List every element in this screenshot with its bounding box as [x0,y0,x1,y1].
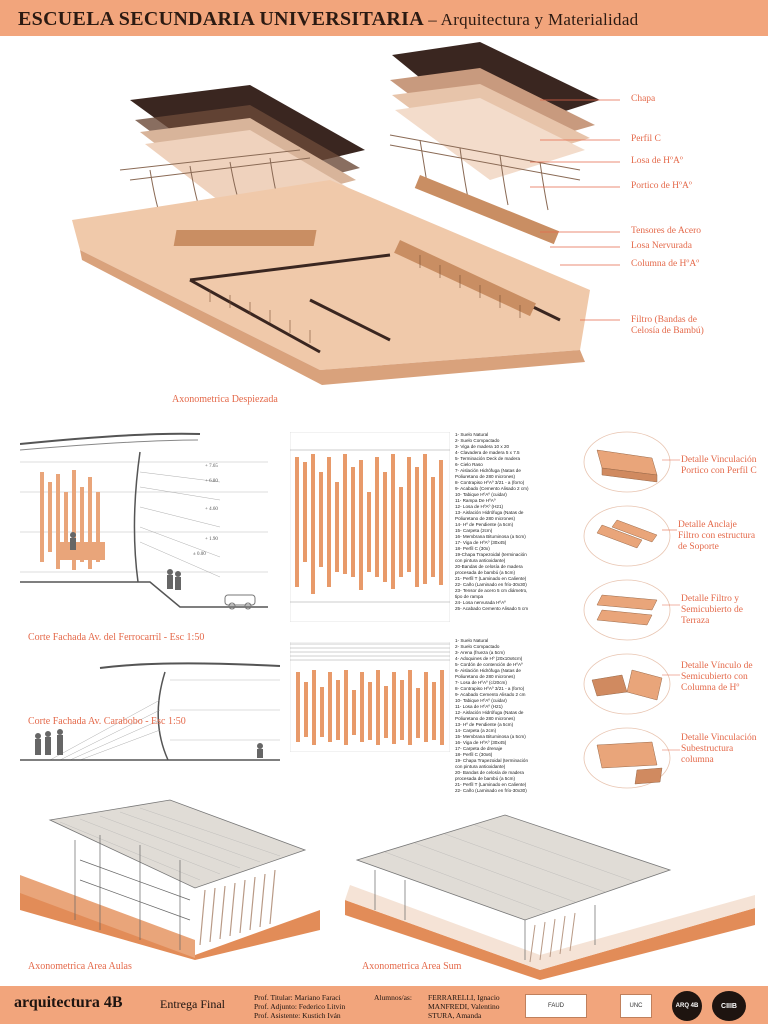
faud-logo: FAUD [525,994,587,1018]
axonometric-aulas-drawing [20,799,320,960]
level-000: ± 0.00 [193,552,206,557]
detail-anclaje-filtro: Detalle Anclaje Filtro con estructura de… [678,520,756,552]
level-680: + 6.80 [205,479,218,484]
callout-losa-nervurada: Losa Nervurada [631,241,692,251]
facade-panel-bottom [290,642,450,752]
callout-columna: Columna de HºAº [631,259,700,269]
footer-brand: arquitectura 4B [14,994,123,1011]
arq4b-logo: ARQ 4B [672,991,702,1021]
callout-portico: Portico de HºAº [631,181,692,191]
detail-portico-perfil: Detalle Vinculación Portico con Perfil C [681,455,757,476]
title-main: ESCUELA SECUNDARIA UNIVERSITARIA [18,8,423,30]
axonometric-sum-drawing [345,814,755,980]
exploded-axonometric-drawing [72,42,620,385]
level-190: + 1.90 [205,537,218,542]
page-title: ESCUELA SECUNDARIA UNIVERSITARIA – Arqui… [18,8,638,31]
footer-students-label: Alumnos/as: [374,993,412,1002]
caption-ferrocarril: Corte Fachada Av. del Ferrocarril - Esc … [28,632,205,643]
caption-aulas: Axonometrica Area Aulas [28,961,132,972]
detail-filtro-terraza: Detalle Filtro y Semicubierto de Terraza [681,594,743,626]
footer-student-1: FERRARELLI, Ignacio [428,993,500,1002]
facade-panel-top [290,432,450,622]
title-subtitle: – Arquitectura y Materialidad [428,10,639,29]
footer-student-3: STURA, Amanda [428,1011,482,1020]
level-765: + 7.65 [205,464,218,469]
ciiib-logo: CIIIB [712,991,746,1021]
section-carabobo-drawing [20,662,280,761]
unc-logo: UNC [620,994,652,1018]
caption-exploded: Axonometrica Despiezada [172,394,278,405]
callout-perfil-c: Perfil C [631,134,661,144]
detail-subestructura: Detalle Vinculación Subestructura column… [681,733,757,765]
section-ferrocarril-drawing [20,432,268,610]
header-bar [0,0,768,36]
footer-prof-adjunto: Prof. Adjunto: Federico Litvin [254,1002,346,1011]
detail-semicubierto-columna: Detalle Vínculo de Semicubierto con Colu… [681,661,753,693]
legend-top: 1- Suelo Natural 2- Suelo Compactado 3- … [455,432,529,611]
callout-tensores: Tensores de Acero [631,226,702,236]
caption-carabobo: Corte Fachada Av. Carabobo - Esc 1:50 [28,716,186,727]
footer-student-2: MANFREDI, Valentino [428,1002,500,1011]
footer-prof-asistente: Prof. Asistente: Kustich Iván [254,1011,341,1020]
footer-entrega: Entrega Final [160,997,225,1011]
detail-drawings [583,431,680,789]
footer-prof-titular: Prof. Titular: Mariano Faraci [254,993,341,1002]
callout-losa: Losa de HºAº [631,156,683,166]
level-460: + 4.60 [205,507,218,512]
caption-sum: Axonometrica Area Sum [362,961,462,972]
legend-bottom: 1- Suelo Natural 2- Suelo Compactado 3- … [455,638,529,793]
callout-filtro: Filtro (Bandas de Celosía de Bambú) [631,315,704,336]
callout-chapa: Chapa [631,94,656,104]
